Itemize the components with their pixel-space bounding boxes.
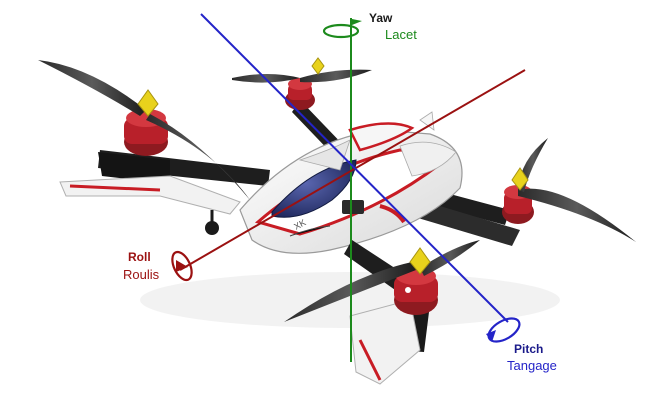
rotation-arrow-icon: [322, 19, 362, 39]
roll-axis-line: [179, 69, 526, 271]
axis-lines: [179, 13, 526, 362]
quadcopter-illustration: XK: [38, 57, 636, 385]
rotation-arrow-icon: [171, 250, 193, 282]
rotation-arrow-icon: [486, 317, 521, 343]
yaw-label-fr: Lacet: [385, 27, 417, 42]
yaw-label: Yaw: [369, 11, 393, 25]
rotor-front-left: [38, 60, 270, 235]
roll-label-fr: Roulis: [123, 267, 160, 282]
pitch-axis-line: [200, 13, 509, 323]
svg-text:XK: XK: [292, 217, 307, 231]
pitch-label-fr: Tangage: [507, 358, 557, 373]
roll-label: Roll: [128, 250, 151, 264]
pitch-label: Pitch: [514, 342, 544, 356]
